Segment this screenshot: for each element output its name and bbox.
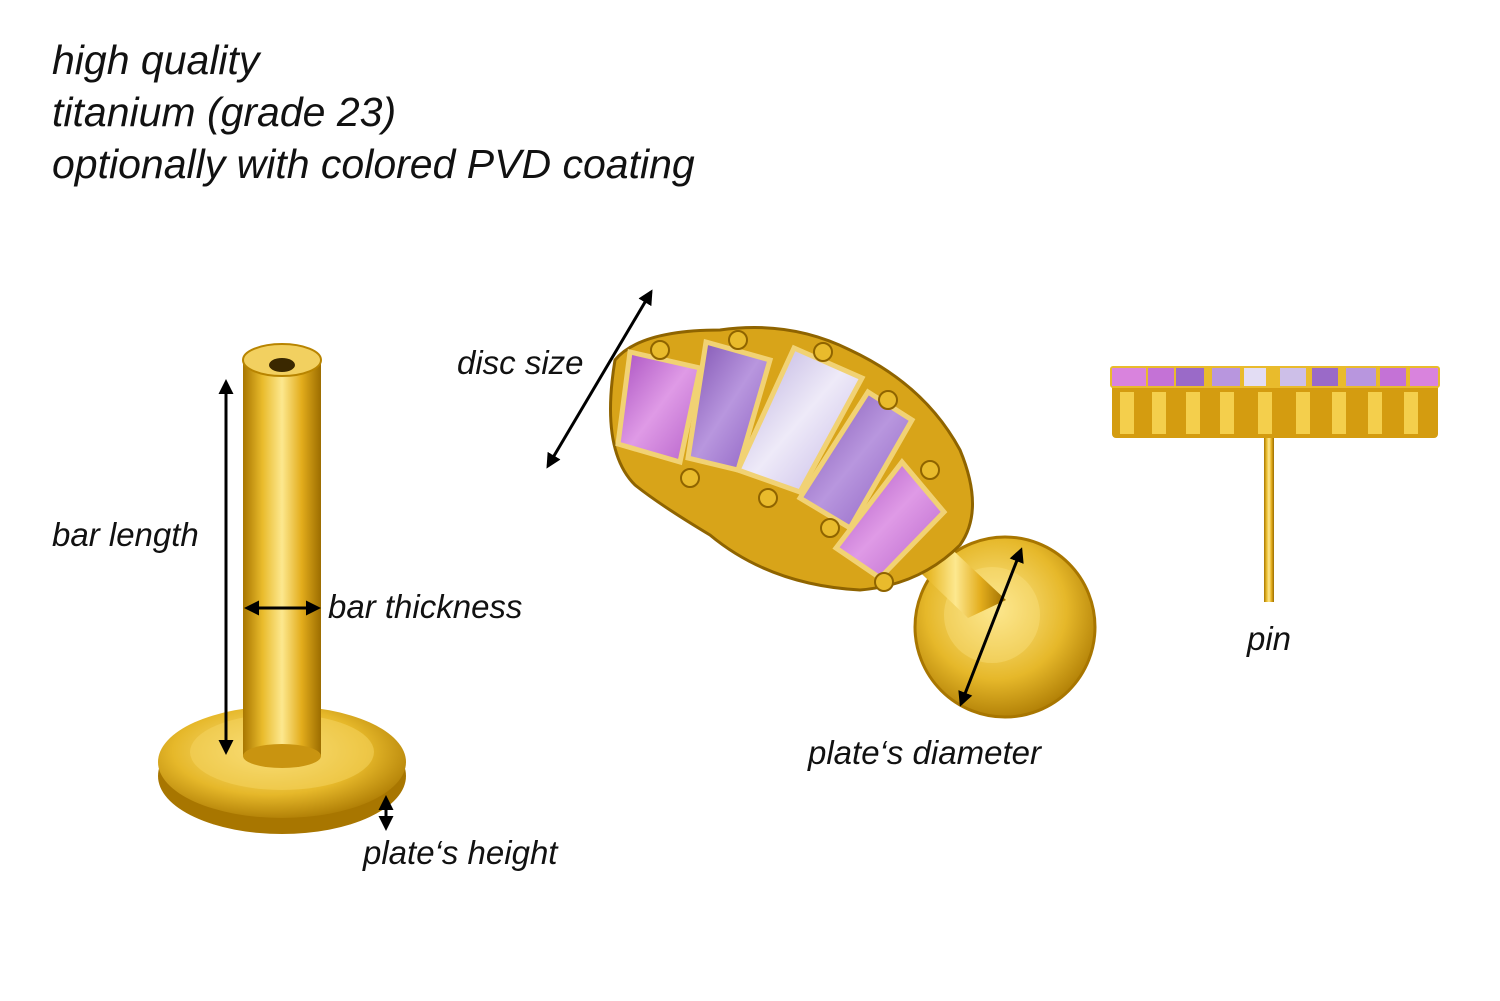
headline: high quality titanium (grade 23) optiona… — [52, 34, 695, 190]
gem-3 — [734, 344, 866, 496]
side-view-top — [1110, 366, 1440, 602]
disc-size-arrow — [546, 289, 653, 469]
plate-diameter-label: plate‘s diameter — [808, 734, 1041, 771]
pin-label: pin — [1247, 620, 1292, 657]
headline-line-3: optionally with colored PVD coating — [52, 141, 695, 187]
measurement-arrows — [218, 289, 1024, 831]
headline-line-2: titanium (grade 23) — [52, 89, 397, 135]
disc-size-label: disc size — [457, 344, 584, 381]
headline-line-1: high quality — [52, 37, 260, 83]
plate-height-label: plate‘s height — [363, 834, 558, 871]
gem-labret — [609, 326, 1097, 719]
plate-diameter-arrow — [958, 547, 1024, 707]
bar-length-label: bar length — [52, 516, 199, 553]
bar-thickness-label: bar thickness — [328, 588, 523, 625]
